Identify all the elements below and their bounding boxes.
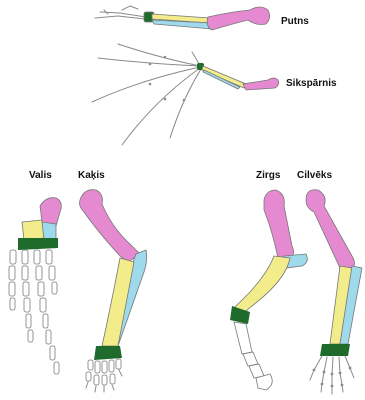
human-humerus bbox=[306, 190, 355, 270]
label-human: Cilvēks bbox=[297, 170, 332, 181]
bird-wing: Putns bbox=[95, 6, 309, 30]
horse-forelimb: Zirgs bbox=[230, 170, 307, 390]
whale-phalanges bbox=[9, 250, 59, 374]
label-bird: Putns bbox=[281, 16, 309, 27]
cat-carpals bbox=[94, 346, 122, 360]
bat-radius bbox=[202, 66, 246, 88]
cat-phalanges bbox=[86, 359, 122, 392]
label-cat: Kaķis bbox=[78, 170, 105, 181]
bat-humerus bbox=[243, 78, 279, 90]
whale-humerus bbox=[40, 198, 61, 226]
label-bat: Sikspārnis bbox=[286, 78, 337, 89]
whale-flipper: Valis bbox=[9, 170, 61, 374]
cat-forelimb: Kaķis bbox=[78, 170, 147, 392]
label-horse: Zirgs bbox=[256, 170, 281, 181]
horse-radius bbox=[234, 256, 290, 316]
human-carpals bbox=[320, 344, 350, 356]
human-phalanges bbox=[310, 356, 354, 394]
bat-wing: Sikspārnis bbox=[92, 44, 337, 145]
horse-humerus bbox=[264, 190, 294, 258]
whale-carpals bbox=[18, 238, 58, 250]
horse-phalanges bbox=[234, 322, 272, 390]
human-arm: Cilvēks bbox=[297, 170, 362, 394]
whale-ulna bbox=[42, 222, 56, 240]
cat-humerus bbox=[80, 190, 141, 262]
whale-radius bbox=[22, 220, 44, 240]
bird-humerus bbox=[207, 7, 270, 30]
label-whale: Valis bbox=[29, 170, 52, 181]
